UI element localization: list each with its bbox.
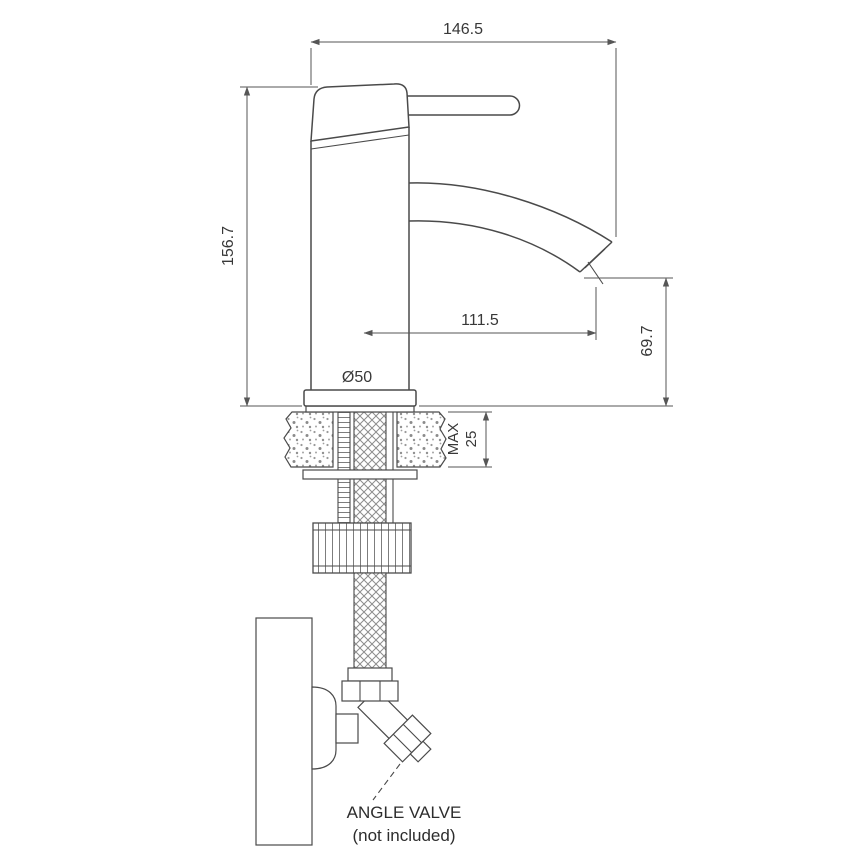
faucet-base <box>303 389 417 407</box>
spout-top-curve <box>408 182 613 243</box>
valve-escutcheon <box>311 686 337 770</box>
base-gasket <box>305 405 415 413</box>
dimension-spout-reach: 111.5 <box>363 287 597 340</box>
spout-outlet-tick <box>587 261 604 285</box>
wall <box>255 617 313 846</box>
valve-hex-facet-line <box>392 733 413 754</box>
dimension-value-base-diameter: Ø50 <box>342 369 372 386</box>
valve-outlet-cap <box>409 740 432 763</box>
valve-inlet-pipe <box>335 713 359 744</box>
dimension-value-spout-outlet-height: 69.7 <box>639 325 656 356</box>
faucet-handle-lever <box>402 95 521 116</box>
spout-bottom-curve <box>408 220 581 273</box>
countertop-section <box>283 411 447 468</box>
dimension-value-spout-reach: 111.5 <box>461 312 499 329</box>
dimension-value-deck-thickness: 25 <box>463 431 480 448</box>
dimension-overall-projection: 146.5 <box>310 21 617 237</box>
wall-section <box>255 617 313 846</box>
faucet-collar-line <box>310 134 410 150</box>
spout-aerator-line <box>584 248 606 269</box>
dimension-deck-thickness: MAX 25 <box>445 411 492 468</box>
valve-angled-assembly <box>357 688 432 763</box>
threaded-stud <box>337 411 351 524</box>
hose-collar <box>347 667 393 682</box>
supply-hose-lower <box>353 572 387 671</box>
faucet-handle-cap <box>310 83 410 142</box>
angle-valve-title: ANGLE VALVE <box>347 803 462 822</box>
dimension-overall-height: 156.7 <box>220 86 318 407</box>
dimension-value-overall-projection: 146.5 <box>443 21 483 38</box>
valve-hex-facet-line <box>402 723 423 744</box>
countertop-left-block <box>283 411 334 468</box>
faucet <box>303 83 613 413</box>
angle-valve-note: (not included) <box>352 826 455 845</box>
supply-hose-upper <box>353 411 387 524</box>
angle-valve-label: ANGLE VALVE (not included) <box>347 803 462 845</box>
countertop-right-block <box>396 411 447 468</box>
dimension-label-max: MAX <box>445 423 462 456</box>
hose-hex-nut <box>341 680 399 702</box>
dimension-spout-outlet-height: 69.7 <box>419 277 673 407</box>
angle-valve <box>311 686 432 801</box>
knurled-mounting-nut <box>312 522 412 574</box>
valve-leader-line <box>372 763 401 801</box>
dimension-value-overall-height: 156.7 <box>220 226 237 266</box>
backnut-washer <box>302 469 418 480</box>
label-base-diameter: Ø50 <box>342 369 372 386</box>
